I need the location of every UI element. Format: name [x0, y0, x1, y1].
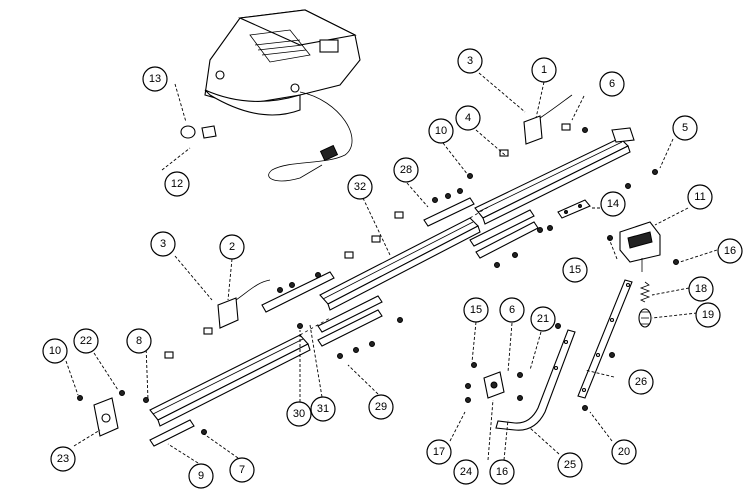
callout-3: 3	[457, 48, 483, 74]
fasteners	[77, 123, 679, 435]
part-12-clip	[201, 125, 217, 139]
svg-text:20: 20	[618, 446, 630, 458]
svg-text:8: 8	[136, 335, 142, 347]
part-18-spring	[639, 281, 651, 303]
part-1-bracket	[523, 94, 573, 145]
svg-text:3: 3	[467, 55, 473, 67]
callout-28: 28	[393, 157, 419, 183]
callout-12: 12	[164, 171, 190, 197]
svg-text:17: 17	[433, 446, 445, 458]
callout-21: 21	[530, 306, 556, 332]
callout-31: 31	[310, 396, 336, 422]
callout-5: 5	[672, 115, 698, 141]
svg-text:23: 23	[57, 453, 69, 465]
part-25-curved-arm	[495, 329, 576, 431]
part-13-bushing	[180, 125, 196, 139]
callout-10: 10	[428, 118, 454, 144]
callout-9: 9	[188, 463, 214, 489]
svg-text:15: 15	[470, 304, 482, 316]
svg-text:24: 24	[460, 466, 472, 478]
callout-4: 4	[455, 105, 481, 131]
callout-11: 11	[687, 184, 713, 210]
callout-30: 30	[286, 401, 312, 427]
callout-15: 15	[463, 297, 489, 323]
svg-text:10: 10	[435, 125, 447, 137]
callout-14: 14	[600, 191, 626, 217]
part-9-bracket	[149, 419, 195, 447]
callout-16: 16	[717, 238, 743, 264]
svg-text:25: 25	[564, 459, 576, 471]
part-23-header-bracket	[93, 397, 119, 437]
svg-text:21: 21	[537, 313, 549, 325]
svg-text:2: 2	[229, 241, 235, 253]
leader-lines	[65, 72, 718, 464]
svg-text:5: 5	[682, 122, 688, 134]
callout-2: 2	[219, 234, 245, 260]
svg-text:11: 11	[694, 191, 705, 203]
svg-text:19: 19	[702, 309, 714, 321]
callout-15: 15	[562, 257, 588, 283]
svg-text:26: 26	[635, 376, 647, 388]
rail-lower	[149, 205, 491, 427]
callout-32: 32	[347, 174, 373, 200]
part-11-trolley	[619, 221, 661, 272]
svg-text:10: 10	[49, 345, 61, 357]
rail-middle	[319, 217, 481, 311]
svg-text:31: 31	[317, 403, 329, 415]
callout-13: 13	[142, 66, 168, 92]
svg-text:14: 14	[607, 198, 619, 210]
callout-20: 20	[611, 439, 637, 465]
callout-3: 3	[150, 231, 176, 257]
callout-23: 23	[50, 446, 76, 472]
svg-text:18: 18	[695, 283, 707, 295]
part-24-door-bracket	[483, 371, 505, 399]
splice-brackets	[261, 197, 539, 347]
svg-text:15: 15	[569, 264, 581, 276]
svg-text:30: 30	[293, 408, 305, 420]
callout-17: 17	[426, 439, 452, 465]
power-cord	[268, 91, 353, 182]
callout-29: 29	[368, 394, 394, 420]
svg-text:16: 16	[496, 466, 508, 478]
part-14-bracket	[557, 199, 591, 219]
part-19-handle	[638, 308, 652, 328]
callout-16: 16	[489, 459, 515, 485]
part-26-straight-arm	[577, 279, 633, 399]
svg-text:6: 6	[609, 78, 615, 90]
motor-unit	[204, 9, 361, 116]
callout-8: 8	[126, 328, 152, 354]
svg-text:12: 12	[171, 178, 183, 190]
svg-text:13: 13	[149, 73, 161, 85]
svg-text:9: 9	[198, 470, 204, 482]
svg-text:3: 3	[160, 238, 166, 250]
callout-10: 10	[42, 338, 68, 364]
callout-22: 22	[73, 328, 99, 354]
callout-7: 7	[229, 457, 255, 483]
callout-24: 24	[453, 459, 479, 485]
svg-text:1: 1	[541, 64, 547, 76]
svg-text:28: 28	[400, 164, 412, 176]
svg-text:7: 7	[239, 464, 245, 476]
rail-upper	[474, 127, 635, 225]
svg-text:4: 4	[465, 112, 471, 124]
callout-19: 19	[695, 302, 721, 328]
svg-text:29: 29	[375, 401, 387, 413]
part-2-bracket	[217, 279, 271, 329]
callout-26: 26	[628, 369, 654, 395]
callout-6: 6	[599, 71, 625, 97]
svg-text:6: 6	[509, 304, 515, 316]
svg-text:16: 16	[724, 245, 736, 257]
callout-6: 6	[499, 297, 525, 323]
callout-18: 18	[688, 276, 714, 302]
svg-text:32: 32	[354, 181, 366, 193]
svg-text:22: 22	[80, 335, 92, 347]
callout-25: 25	[557, 452, 583, 478]
callout-1: 1	[531, 57, 557, 83]
